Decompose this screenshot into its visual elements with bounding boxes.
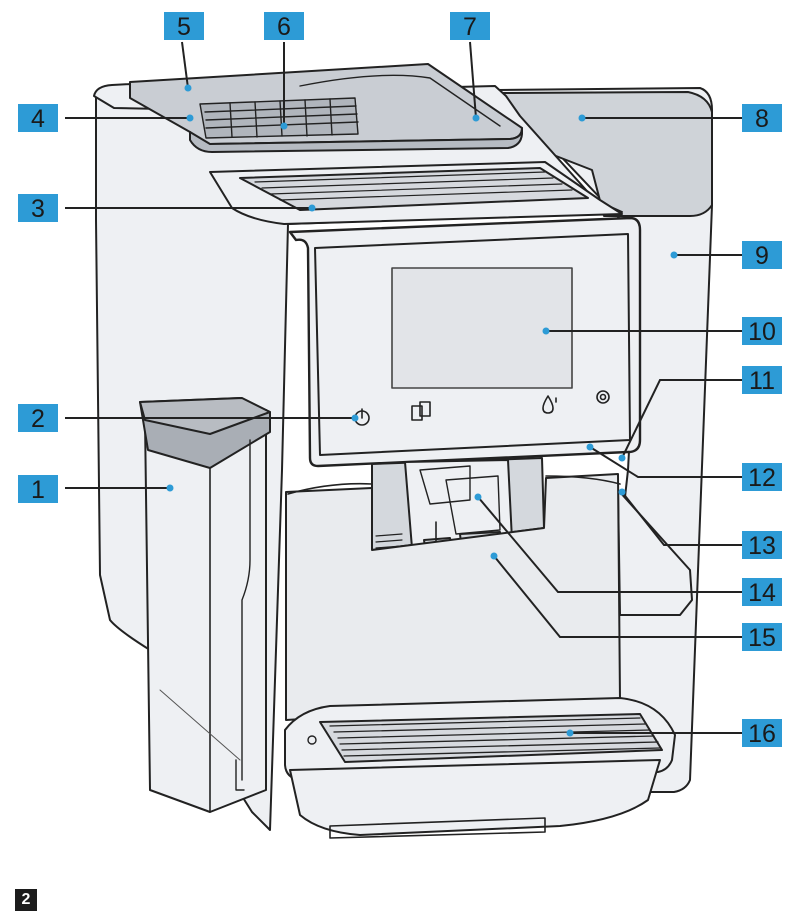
leader-dot-4 — [187, 115, 194, 122]
callout-16: 16 — [742, 719, 782, 748]
svg-text:5: 5 — [177, 13, 191, 41]
svg-text:1: 1 — [31, 476, 45, 504]
callout-13: 13 — [742, 531, 782, 560]
callout-8: 8 — [742, 104, 782, 133]
svg-text:3: 3 — [31, 195, 45, 223]
callout-3: 3 — [18, 194, 58, 223]
leader-dot-16 — [567, 730, 574, 737]
svg-text:14: 14 — [748, 579, 776, 607]
callout-4: 4 — [18, 104, 58, 133]
callout-7: 7 — [450, 12, 490, 41]
leader-dot-1 — [167, 485, 174, 492]
svg-text:13: 13 — [748, 532, 776, 560]
callout-2: 2 — [18, 404, 58, 433]
svg-text:16: 16 — [748, 720, 776, 748]
leader-dot-5 — [185, 85, 192, 92]
svg-text:6: 6 — [277, 13, 291, 41]
callout-14: 14 — [742, 578, 782, 607]
figure-number-badge: 2 — [15, 889, 37, 911]
svg-text:15: 15 — [748, 624, 776, 652]
leader-dot-6 — [281, 123, 288, 130]
leader-dot-13 — [619, 489, 626, 496]
svg-text:11: 11 — [749, 367, 775, 395]
svg-text:4: 4 — [31, 105, 45, 133]
callout-6: 6 — [264, 12, 304, 41]
callout-11: 11 — [742, 366, 782, 395]
svg-text:10: 10 — [748, 318, 776, 346]
svg-text:12: 12 — [748, 464, 776, 492]
svg-text:2: 2 — [31, 405, 45, 433]
leader-dot-10 — [543, 328, 550, 335]
svg-text:7: 7 — [463, 13, 477, 41]
leader-dot-14 — [475, 494, 482, 501]
callout-5: 5 — [164, 12, 204, 41]
svg-text:8: 8 — [755, 105, 769, 133]
drip-tray-base — [290, 760, 660, 835]
callout-15: 15 — [742, 623, 782, 652]
callout-10: 10 — [742, 317, 782, 346]
leader-dot-9 — [671, 252, 678, 259]
bean-hopper — [200, 98, 358, 138]
leader-dot-2 — [352, 415, 359, 422]
callout-9: 9 — [742, 241, 782, 270]
callout-1: 1 — [18, 475, 58, 504]
leader-dot-3 — [309, 205, 316, 212]
leader-dot-8 — [579, 115, 586, 122]
svg-text:9: 9 — [755, 242, 769, 270]
leader-dot-11 — [619, 455, 626, 462]
callout-12: 12 — [742, 463, 782, 492]
coffee-machine-illustration — [94, 64, 712, 838]
leader-dot-12 — [587, 444, 594, 451]
milk-container-body — [145, 410, 266, 812]
leader-dot-15 — [491, 553, 498, 560]
leader-dot-7 — [473, 115, 480, 122]
